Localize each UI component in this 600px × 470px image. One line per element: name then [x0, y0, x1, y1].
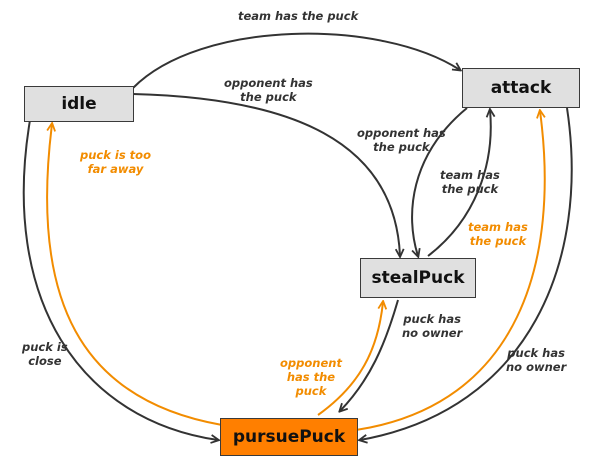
state-pursuepuck: pursuePuck [220, 418, 358, 456]
label-pursuepuck-to-idle: puck is too far away [80, 148, 151, 176]
label-pursuepuck-to-attack: team has the puck [468, 220, 528, 248]
arrow-attack-to-stealpuck [411, 107, 468, 256]
state-idle: idle [24, 86, 134, 122]
state-stealpuck: stealPuck [360, 258, 476, 298]
label-attack-to-pursuepuck: puck has no owner [506, 346, 567, 374]
label-idle-to-pursuepuck: puck is close [22, 340, 68, 368]
label-pursuepuck-to-stealpuck: opponent has the puck [280, 356, 342, 398]
arrow-pursuepuck-to-stealpuck [317, 302, 383, 416]
arrow-idle-to-attack [132, 32, 460, 89]
state-attack: attack [462, 68, 580, 108]
state-idle-label: idle [61, 94, 97, 114]
label-attack-to-stealpuck: opponent has the puck [357, 126, 446, 154]
arrow-stealpuck-to-pursuepuck [340, 299, 399, 411]
arrow-pursuepuck-to-idle [46, 124, 223, 426]
label-stealpuck-to-pursuepuck: puck has no owner [402, 312, 463, 340]
arrow-idle-to-stealpuck [132, 93, 400, 256]
state-attack-label: attack [490, 78, 552, 98]
label-idle-to-attack: team has the puck [238, 9, 359, 23]
arrow-attack-to-pursuepuck [360, 107, 573, 440]
state-pursuepuck-label: pursuePuck [232, 427, 346, 447]
arrow-stealpuck-to-attack [427, 110, 491, 257]
arrow-pursuepuck-to-attack [355, 111, 546, 431]
label-idle-to-stealpuck: opponent has the puck [224, 76, 313, 104]
label-stealpuck-to-attack: team has the puck [440, 168, 500, 196]
arrow-idle-to-pursuepuck [22, 119, 218, 440]
state-stealpuck-label: stealPuck [371, 268, 465, 288]
